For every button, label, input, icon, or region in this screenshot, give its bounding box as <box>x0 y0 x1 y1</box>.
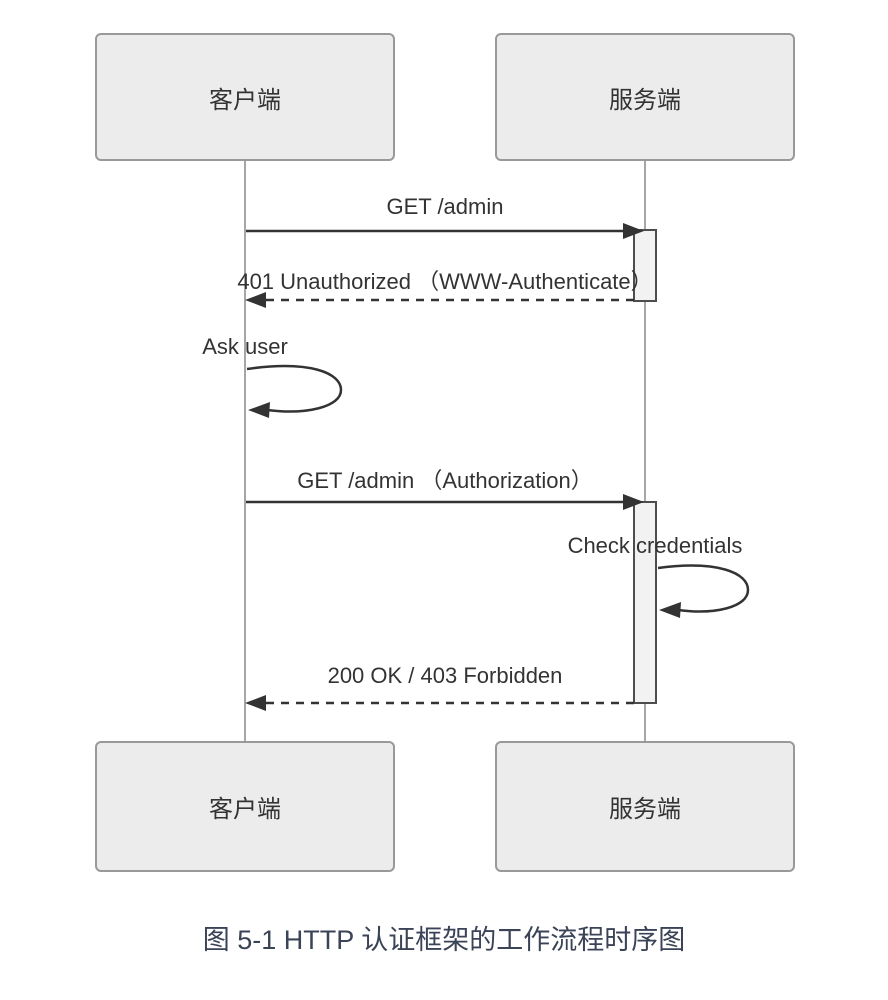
actor-client-top-label: 客户端 <box>209 86 281 114</box>
message-5-self-loop-line <box>657 564 750 613</box>
server-activation-bar-1 <box>633 229 657 302</box>
message-5-arrowhead-icon <box>659 602 681 618</box>
message-3-self-loop-line <box>246 364 343 413</box>
actor-server-top: 服务端 <box>495 33 795 161</box>
actor-server-bottom: 服务端 <box>495 741 795 872</box>
message-2-arrowhead-icon <box>245 292 266 308</box>
message-4-label: GET /admin （Authorization） <box>297 468 593 493</box>
message-1-arrowhead-icon <box>623 223 644 239</box>
message-1-label: GET /admin <box>386 194 504 219</box>
actor-server-top-label: 服务端 <box>609 86 681 114</box>
message-2-label: 401 Unauthorized （WWW-Authenticate） <box>237 269 653 294</box>
message-6-arrowhead-icon <box>245 695 266 711</box>
figure-caption: 图 5-1 HTTP 认证框架的工作流程时序图 <box>202 925 686 955</box>
message-6-label: 200 OK / 403 Forbidden <box>327 663 563 688</box>
message-5-label: Check credentials <box>567 533 743 558</box>
message-3-label: Ask user <box>202 334 288 359</box>
server-activation-bar-2 <box>633 501 657 704</box>
actor-server-bottom-label: 服务端 <box>609 796 681 823</box>
actor-client-bottom-label: 客户端 <box>209 796 281 823</box>
message-4-arrowhead-icon <box>623 494 644 510</box>
actor-client-top: 客户端 <box>95 33 395 161</box>
message-3-arrowhead-icon <box>248 402 270 418</box>
actor-client-bottom: 客户端 <box>95 741 395 872</box>
